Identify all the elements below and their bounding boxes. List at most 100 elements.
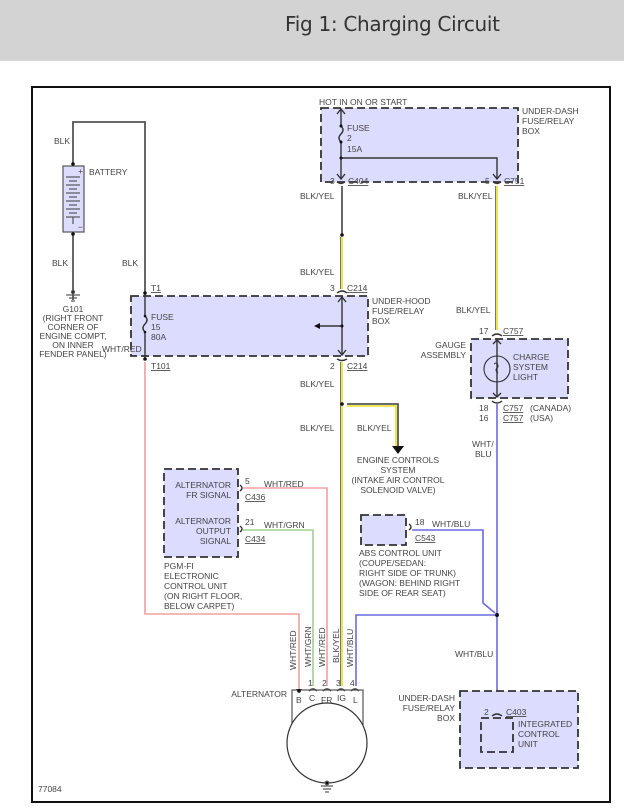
svg-text:(INTAKE AIR CONTROL: (INTAKE AIR CONTROL — [352, 475, 445, 485]
usa-label: (USA) — [530, 413, 553, 423]
svg-text:ENGINE CONTROLS: ENGINE CONTROLS — [357, 455, 440, 465]
wire-label-blk-yel: BLK/YEL — [300, 423, 335, 433]
alternator-terminal-labels: B C FR IG L — [296, 693, 358, 705]
svg-text:3: 3 — [336, 678, 341, 688]
connector-c214-top — [336, 290, 348, 294]
connector-c404-label: C404 — [348, 176, 369, 186]
connector-c434-label: C434 — [245, 534, 266, 544]
battery-cells-icon — [66, 176, 80, 224]
abs-control-unit-box — [360, 514, 407, 546]
wire-label-blk: BLK — [52, 258, 68, 268]
charge-system-light-label: LIGHT — [513, 372, 538, 382]
connector-c403 — [491, 713, 503, 717]
wire-label-wht-grn: WHT/GRN — [264, 520, 305, 530]
svg-text:2: 2 — [322, 678, 327, 688]
wire-label-blk-yel: BLK/YEL — [458, 191, 493, 201]
svg-text:RIGHT SIDE OF TRUNK): RIGHT SIDE OF TRUNK) — [359, 568, 456, 578]
underdash-box-label: UNDER-DASH — [522, 106, 579, 116]
wire-blk-yel-engine-controls — [347, 403, 399, 447]
underhood-internal-bus — [314, 295, 347, 357]
svg-text:IG: IG — [337, 693, 346, 703]
svg-text:SYSTEM: SYSTEM — [381, 465, 416, 475]
figure-id: 77084 — [38, 784, 62, 794]
connector-pin: 16 — [479, 413, 489, 423]
battery-minus: − — [78, 222, 83, 232]
fuse-2-symbol — [336, 107, 502, 181]
charge-system-light-label: CHARGE — [513, 352, 550, 362]
figure-title: Fig 1: Charging Circuit — [285, 12, 500, 36]
alternator-pins: 1 2 3 4 — [308, 678, 360, 692]
wire-wht-blu-l — [355, 614, 495, 686]
ground-icon — [66, 289, 80, 302]
wire-label-blk-yel: BLK/YEL — [456, 305, 491, 315]
battery-label: BATTERY — [89, 167, 128, 177]
alternator-fr-signal-label: ALTERNATOR — [175, 480, 231, 490]
engine-controls-label: ENGINE CONTROLS SYSTEM (INTAKE AIR CONTR… — [352, 455, 445, 495]
wire-label-blk-yel: BLK/YEL — [300, 191, 335, 201]
connector-pin: 3 — [330, 176, 335, 186]
wire-label-wht-blu: WHT/BLU — [432, 519, 470, 529]
underdash-box-label: FUSE/RELAY — [403, 703, 456, 713]
svg-text:BELOW CARPET): BELOW CARPET) — [164, 601, 235, 611]
connector-c757-label: C757 — [503, 326, 524, 336]
splice-dot — [340, 233, 344, 237]
fuse-2-rating: 15A — [347, 144, 362, 154]
pgm-fi-ecu-box — [163, 468, 239, 558]
svg-text:FR: FR — [321, 695, 332, 705]
wire-label-blk-yel: BLK/YEL — [300, 267, 335, 277]
connector-pin: 18 — [479, 403, 489, 413]
connector-c757-label: C757 — [503, 403, 524, 413]
connector-c757-top — [491, 333, 503, 337]
svg-text:ABS CONTROL UNIT: ABS CONTROL UNIT — [359, 548, 442, 558]
integrated-control-unit-label: UNIT — [518, 739, 538, 749]
alternator-output-signal-label: OUTPUT — [196, 526, 231, 536]
battery-symbol — [62, 165, 85, 233]
battery-plus: + — [78, 166, 83, 176]
underdash-box-label: BOX — [522, 126, 540, 136]
wire-label-blk: BLK — [54, 136, 70, 146]
charge-light-bulb-icon — [483, 339, 511, 398]
svg-text:PGM-FI: PGM-FI — [164, 561, 194, 571]
connector-c543-label: C543 — [415, 533, 436, 543]
wire-wht-red-fr — [243, 487, 328, 686]
abs-location-label: ABS CONTROL UNIT (COUPE/SEDAN: RIGHT SID… — [359, 548, 460, 598]
gauge-assembly-label: GAUGE — [435, 340, 466, 350]
underdash-box-label: UNDER-DASH — [398, 693, 455, 703]
connector-c751 — [492, 181, 502, 185]
underdash-fuse-relay-box-bottom — [459, 690, 579, 769]
underhood-box-label: FUSE/RELAY — [372, 306, 425, 316]
svg-text:C: C — [309, 693, 315, 703]
battery-positive-wire — [72, 121, 146, 293]
connector-c436 — [239, 484, 243, 492]
underdash-fuse-relay-box-top — [320, 107, 519, 183]
connector-pin: 18 — [415, 517, 425, 527]
wire-label-wht-red: WHT/RED — [102, 344, 142, 354]
svg-text:FENDER PANEL): FENDER PANEL) — [39, 349, 107, 359]
connector-c214-bottom — [336, 358, 348, 362]
underhood-box-label: BOX — [372, 316, 390, 326]
svg-text:CORNER OF: CORNER OF — [48, 322, 99, 332]
svg-text:WHT/GRN: WHT/GRN — [303, 626, 313, 667]
svg-text:WHT/RED: WHT/RED — [317, 627, 327, 667]
splice-dot — [340, 402, 344, 406]
gauge-assembly-label: ASSEMBLY — [421, 350, 467, 360]
svg-text:BLK/YEL: BLK/YEL — [331, 628, 341, 663]
wire-wht-red-b — [144, 362, 300, 690]
wire-label-wht-blu: WHT/ — [472, 439, 494, 449]
connector-pin: 2 — [330, 361, 335, 371]
svg-text:L: L — [353, 695, 358, 705]
wire-yel-stripe — [347, 405, 397, 447]
underdash-box-label: BOX — [437, 713, 455, 723]
wire-label-wht-blu: WHT/BLU — [455, 649, 493, 659]
ground-g101-label: G101 (RIGHT FRONT CORNER OF ENGINE COMPT… — [39, 304, 107, 359]
svg-text:SOLENOID VALVE): SOLENOID VALVE) — [360, 485, 435, 495]
svg-text:WHT/BLU: WHT/BLU — [345, 629, 355, 667]
terminal-t1-label: T1 — [151, 283, 161, 293]
connector-pin: 3 — [330, 283, 335, 293]
wire-label-blk: BLK — [122, 258, 138, 268]
connector-c757-label: C757 — [503, 413, 524, 423]
fuse-15-rating: 80A — [151, 332, 166, 342]
connector-c404 — [336, 181, 346, 185]
svg-text:4: 4 — [350, 678, 355, 688]
